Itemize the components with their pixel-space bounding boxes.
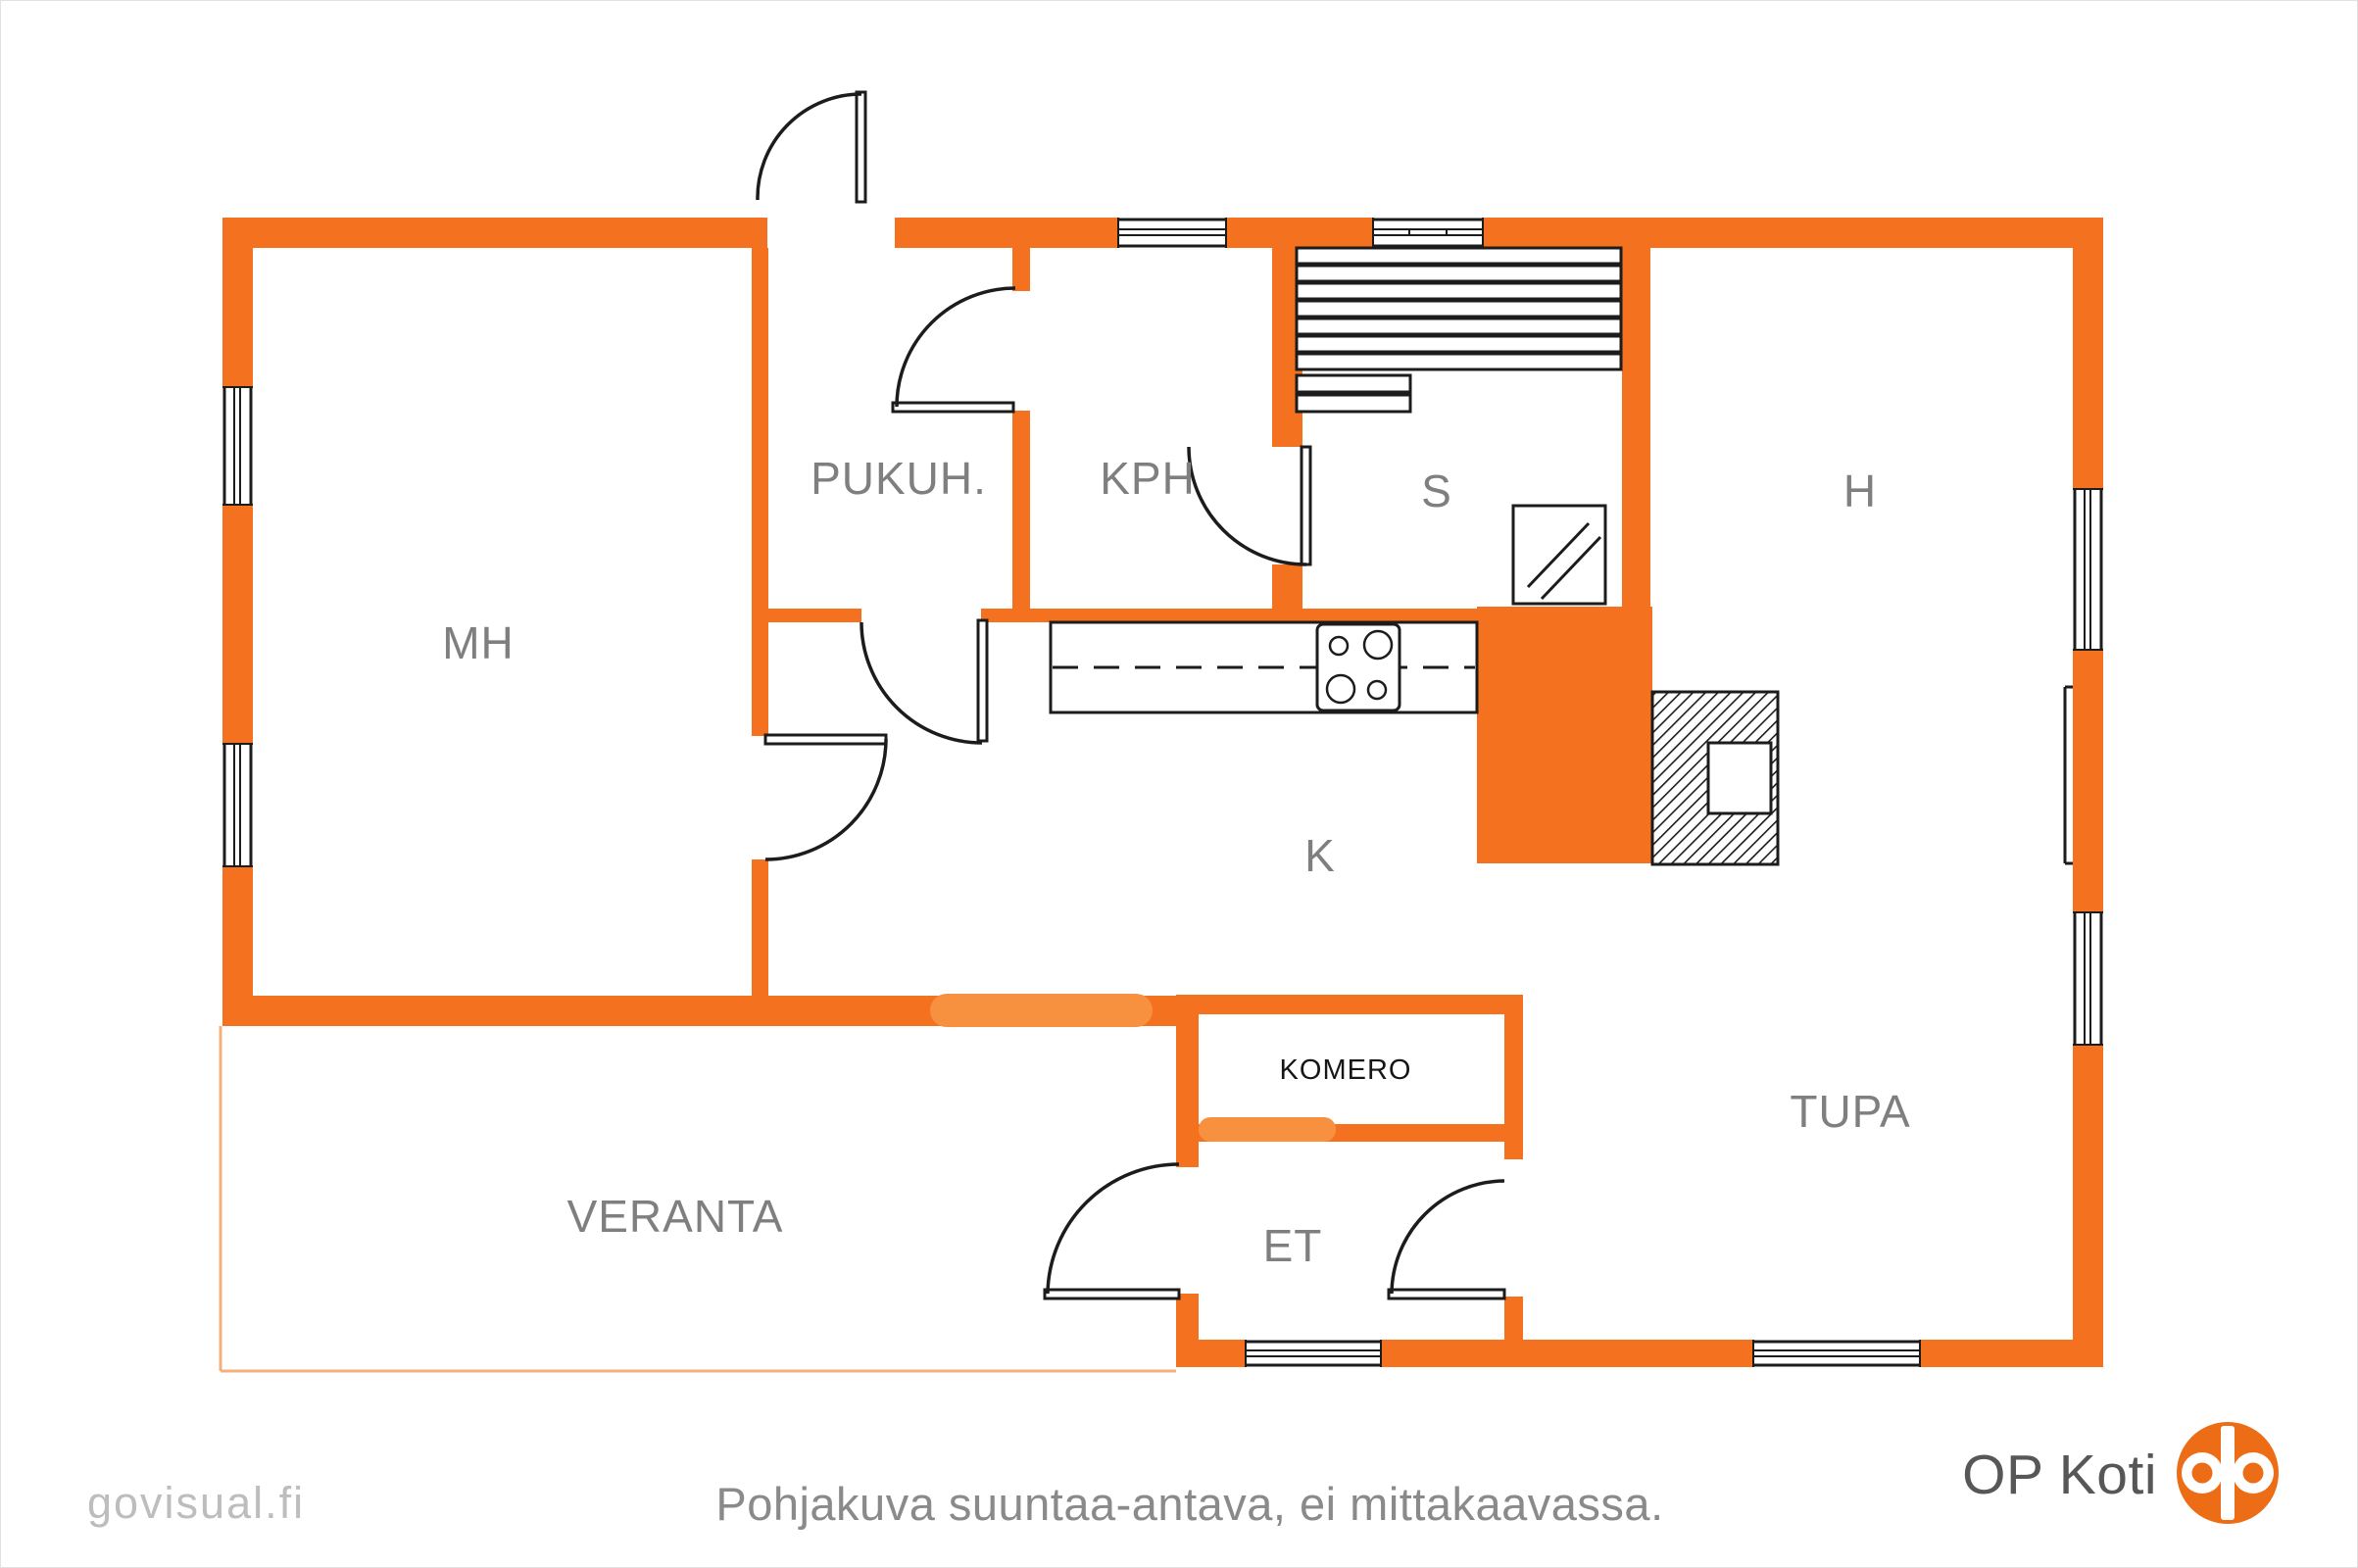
front-door xyxy=(756,90,867,204)
highlight-mark xyxy=(930,994,1153,1027)
sauna-window xyxy=(1372,218,1484,248)
radiator-line xyxy=(2063,685,2073,865)
op-logo-icon xyxy=(2177,1422,2279,1524)
veranda-outline xyxy=(219,1026,1176,1373)
door xyxy=(1043,1162,1181,1300)
footer-caption: Pohjakuva suuntaa-antava, ei mittakaavas… xyxy=(715,1478,1663,1530)
chimney-block xyxy=(1477,607,1652,863)
wall-right xyxy=(2073,218,2103,489)
wall-highlights xyxy=(930,994,1336,1142)
window xyxy=(2073,911,2103,1046)
wall-right xyxy=(2073,1045,2103,1367)
wall-top xyxy=(895,218,1118,248)
sauna-glass-panel xyxy=(1511,504,1607,606)
room-label-kph: KPH xyxy=(1100,453,1196,504)
window xyxy=(2073,488,2103,651)
room-label-komero: KOMERO xyxy=(1280,1054,1412,1086)
windows xyxy=(222,218,2103,1367)
op-logo-dot-right xyxy=(2242,1462,2264,1484)
wall-bottom xyxy=(1176,1340,1246,1367)
door xyxy=(1387,1179,1506,1300)
room-label-mh: MH xyxy=(442,617,515,668)
doors xyxy=(756,90,1506,1300)
wall-s-h xyxy=(1622,248,1650,609)
door xyxy=(860,618,989,745)
room-labels: MH PUKUH. KPH S H K TUPA VERANTA ET xyxy=(442,453,1910,1271)
wall-veranta-et xyxy=(1176,1026,1199,1167)
wall-kitchen-top xyxy=(981,609,1477,622)
watermark-text: govisual.fi xyxy=(87,1478,305,1528)
room-label-tupa: TUPA xyxy=(1790,1086,1910,1137)
wall-top xyxy=(222,218,767,248)
room-label-et: ET xyxy=(1263,1220,1323,1271)
wall-top xyxy=(1226,218,1373,248)
fireplace xyxy=(1650,690,1780,866)
room-label-h: H xyxy=(1843,466,1877,516)
wall-top xyxy=(1483,218,2103,248)
highlight-mark xyxy=(1199,1117,1336,1142)
footer: govisual.fi Pohjakuva suuntaa-antava, ei… xyxy=(87,1422,2279,1530)
sauna-benches xyxy=(1295,246,1623,414)
wall-bottom xyxy=(1920,1340,2103,1367)
wall-komero-right xyxy=(1504,995,1523,1159)
kitchen-counter xyxy=(1049,620,1479,714)
window xyxy=(222,743,253,867)
window xyxy=(222,386,253,506)
room-label-veranta: VERANTA xyxy=(567,1191,784,1242)
door xyxy=(763,733,888,861)
wall-komero-top xyxy=(1176,995,1523,1014)
room-label-pukuh: PUKUH. xyxy=(811,453,987,504)
wall-mh-right xyxy=(752,248,768,736)
stove xyxy=(1315,622,1401,712)
brand-text: OP Koti xyxy=(1962,1444,2157,1506)
wall-right xyxy=(2073,650,2103,912)
wall-kitchen-top xyxy=(768,609,861,622)
room-label-s: S xyxy=(1421,466,1452,516)
window xyxy=(1117,218,1227,248)
window xyxy=(1752,1340,1921,1367)
wall-bottom xyxy=(1381,1340,1753,1367)
door xyxy=(1187,445,1312,566)
wall-mh-right-stub xyxy=(752,859,768,996)
door xyxy=(891,286,1016,414)
wall-pukuh-kph xyxy=(1012,248,1030,291)
wall-left xyxy=(222,218,253,387)
wall-pukuh-kph xyxy=(1012,411,1030,622)
wall-veranta-et-stub xyxy=(1176,1294,1199,1343)
room-label-k: K xyxy=(1304,830,1336,881)
wall-left xyxy=(222,505,253,744)
walls xyxy=(222,218,2103,1367)
op-logo-dot-left xyxy=(2191,1462,2213,1484)
wall-komero-right-stub xyxy=(1504,1297,1523,1344)
window xyxy=(1245,1340,1382,1367)
